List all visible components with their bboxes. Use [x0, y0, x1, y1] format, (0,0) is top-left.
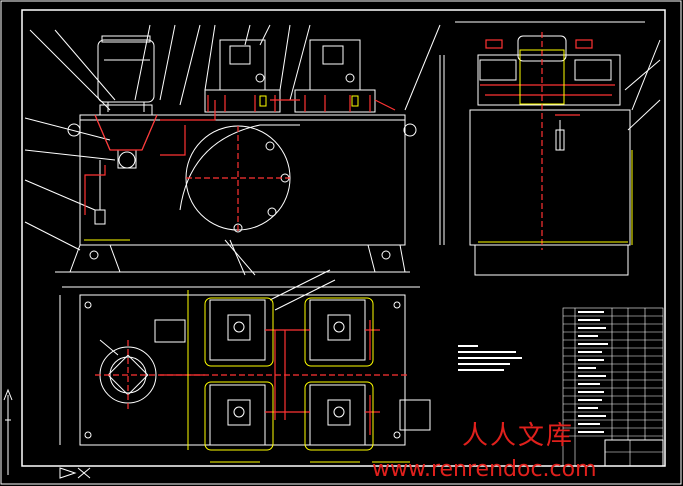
parts-list-text-marks — [578, 311, 608, 433]
watermark-url-text: www.renrendoc.com — [372, 457, 597, 482]
watermark-cn-text: 人人文库 — [462, 421, 574, 451]
parts-list-table — [562, 307, 664, 467]
front-view-yellow — [84, 95, 359, 241]
top-view-red — [95, 320, 410, 435]
top-view-yellow — [187, 290, 410, 463]
ucs-arrow-icon — [59, 467, 91, 479]
ucs-axis-icon — [3, 388, 13, 475]
side-view-red — [480, 32, 615, 250]
top-view — [59, 269, 431, 446]
front-view — [24, 24, 441, 276]
technical-notes — [458, 345, 522, 371]
side-view — [439, 21, 661, 276]
front-view-red-lines — [84, 95, 396, 232]
side-view-yellow — [478, 49, 633, 245]
